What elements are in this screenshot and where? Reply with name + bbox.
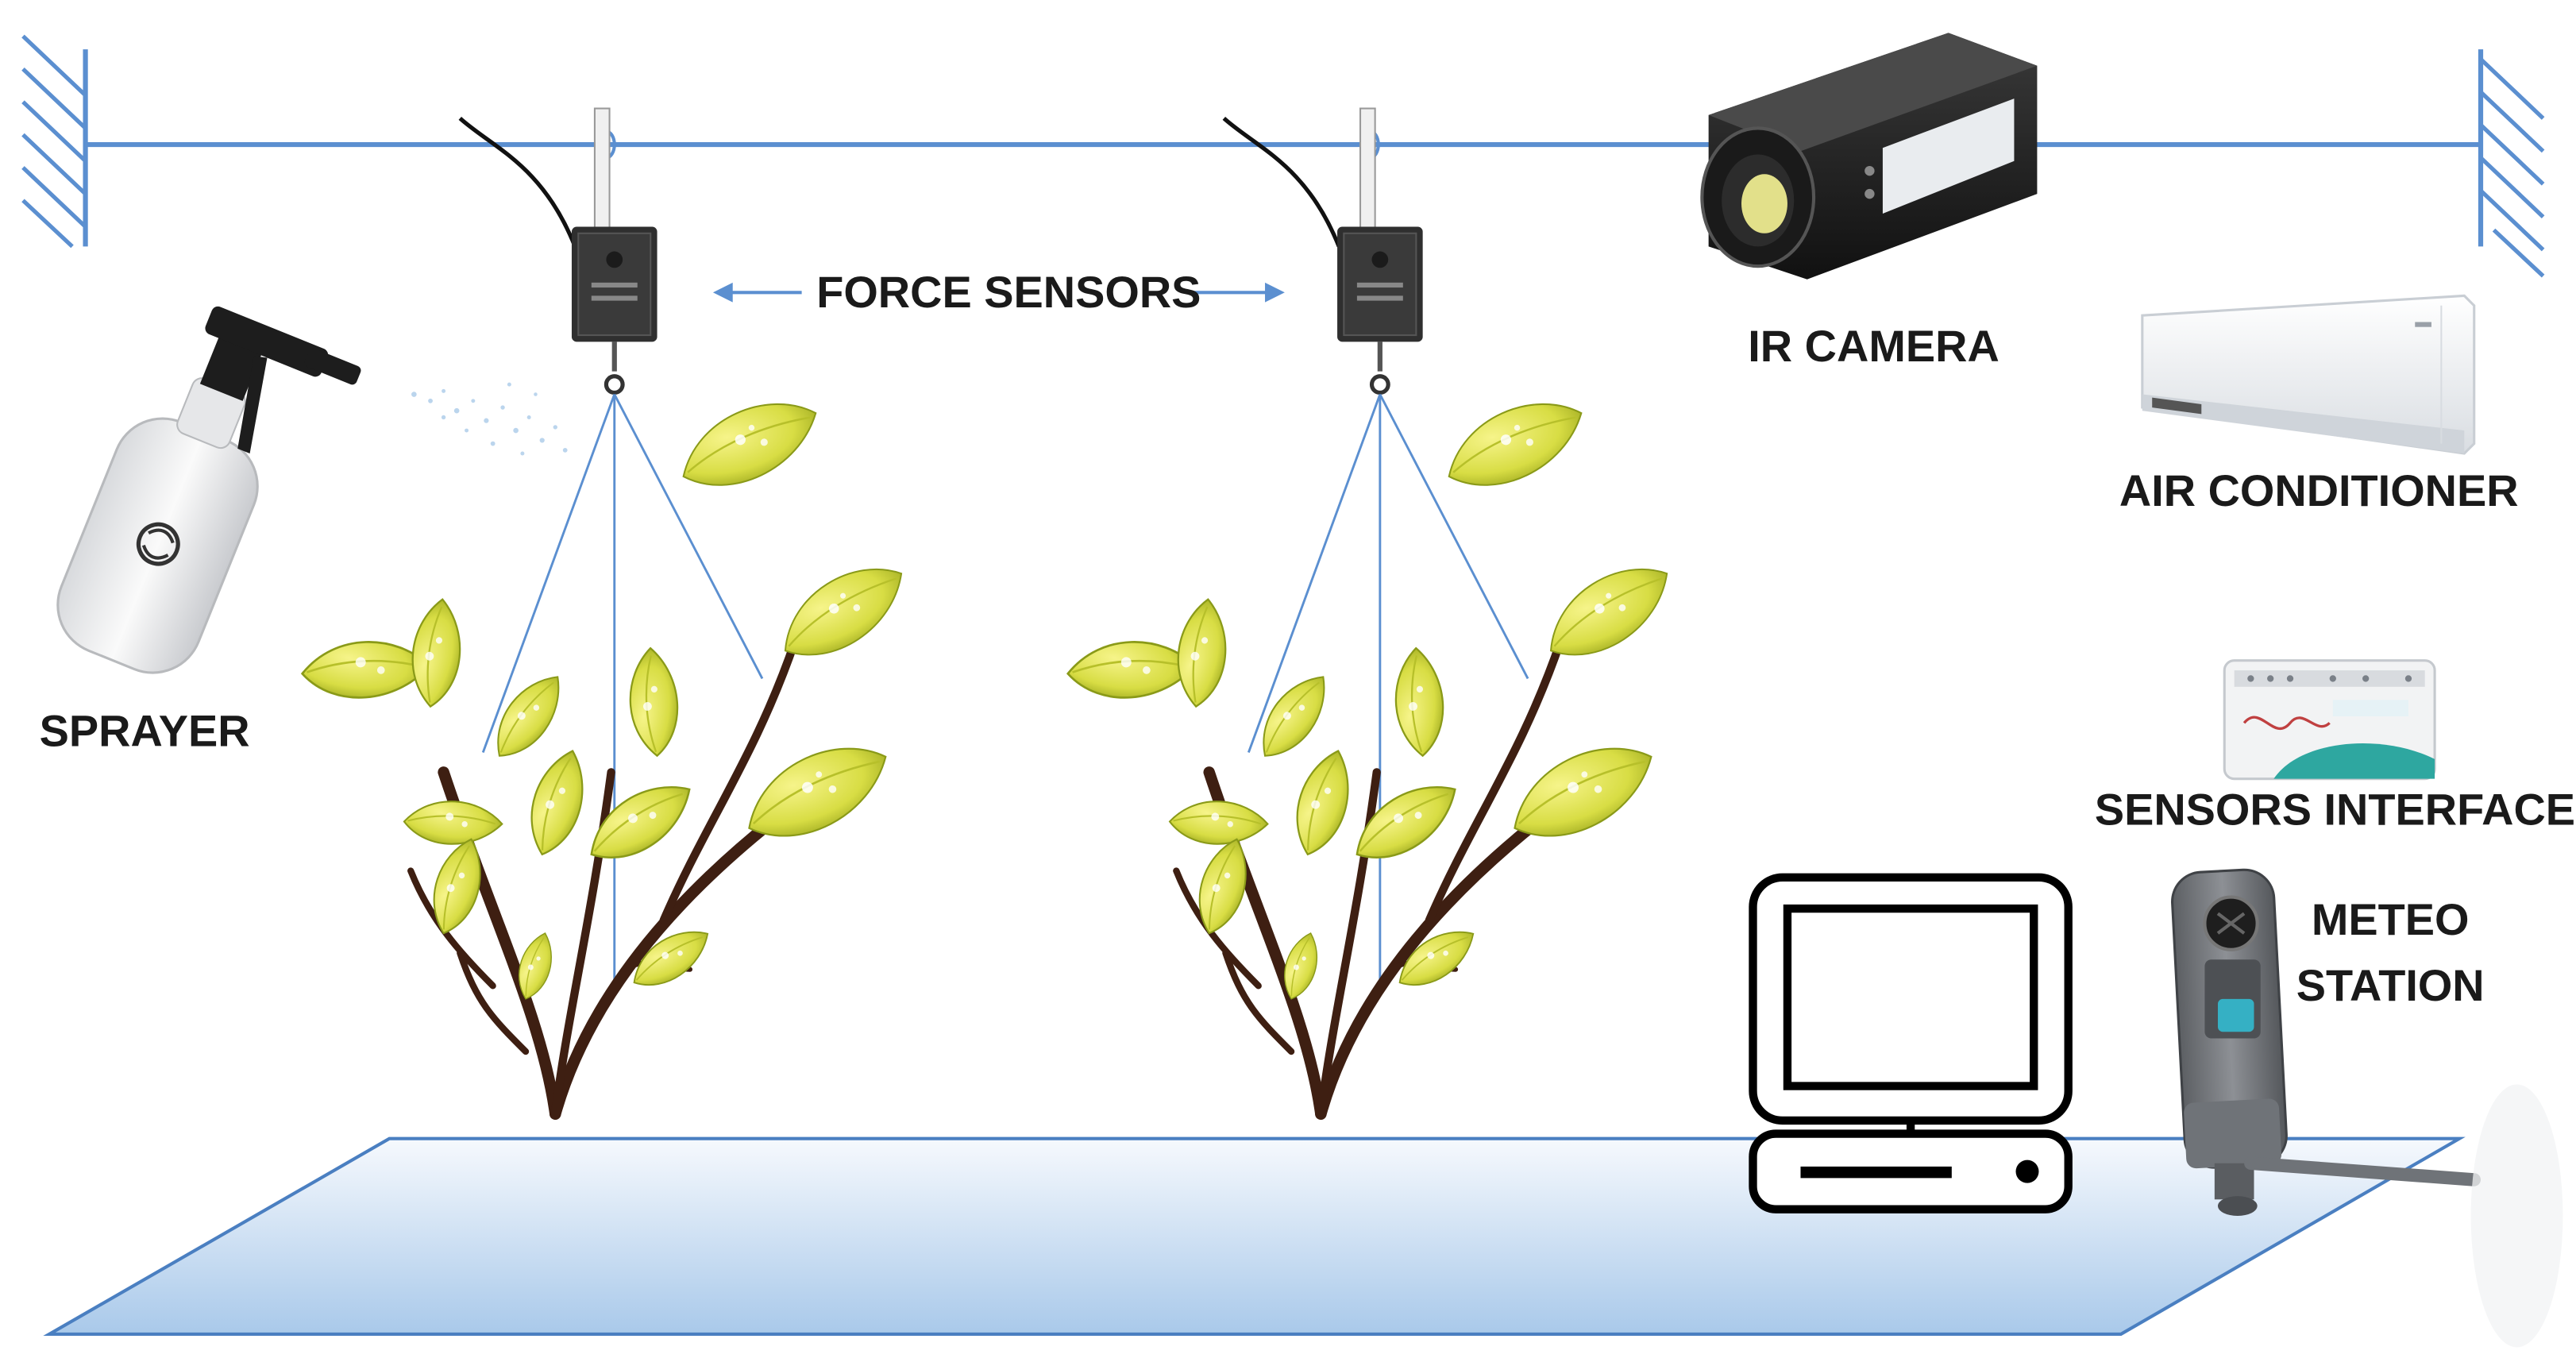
- wall-mount-left-icon: [21, 34, 88, 249]
- meteo-station-label-line2: STATION: [2296, 961, 2485, 1011]
- sensors-interface-icon: [2223, 659, 2436, 781]
- wall-mount-right-icon: [2478, 49, 2545, 278]
- force-sensor-icon: [1222, 107, 1423, 395]
- force-sensors-arrow-right: [1193, 282, 1285, 303]
- ir-camera-icon: [1700, 33, 2038, 280]
- sprayer-label: SPRAYER: [39, 706, 250, 756]
- meteo-station-label: METEO STATION: [2290, 887, 2490, 1019]
- force-sensor-icon: [458, 107, 657, 395]
- air-conditioner-icon: [2141, 294, 2476, 455]
- sprayer-icon: [56, 306, 568, 674]
- plant-icon: [299, 393, 919, 1120]
- plant-icon: [1064, 393, 1684, 1120]
- meteo-station-label-line1: METEO: [2311, 895, 2470, 945]
- force-sensors-label: FORCE SENSORS: [816, 268, 1201, 318]
- sensors-interface-label: SENSORS INTERFACE: [2094, 785, 2576, 835]
- ir-camera-label: IR CAMERA: [1748, 322, 1999, 372]
- computer-icon: [1749, 873, 2073, 1213]
- force-sensors-arrow-left: [712, 282, 802, 303]
- floor: [43, 1136, 2466, 1336]
- meteo-station-icon: [2171, 868, 2563, 1348]
- air-conditioner-label: AIR CONDITIONER: [2119, 466, 2519, 516]
